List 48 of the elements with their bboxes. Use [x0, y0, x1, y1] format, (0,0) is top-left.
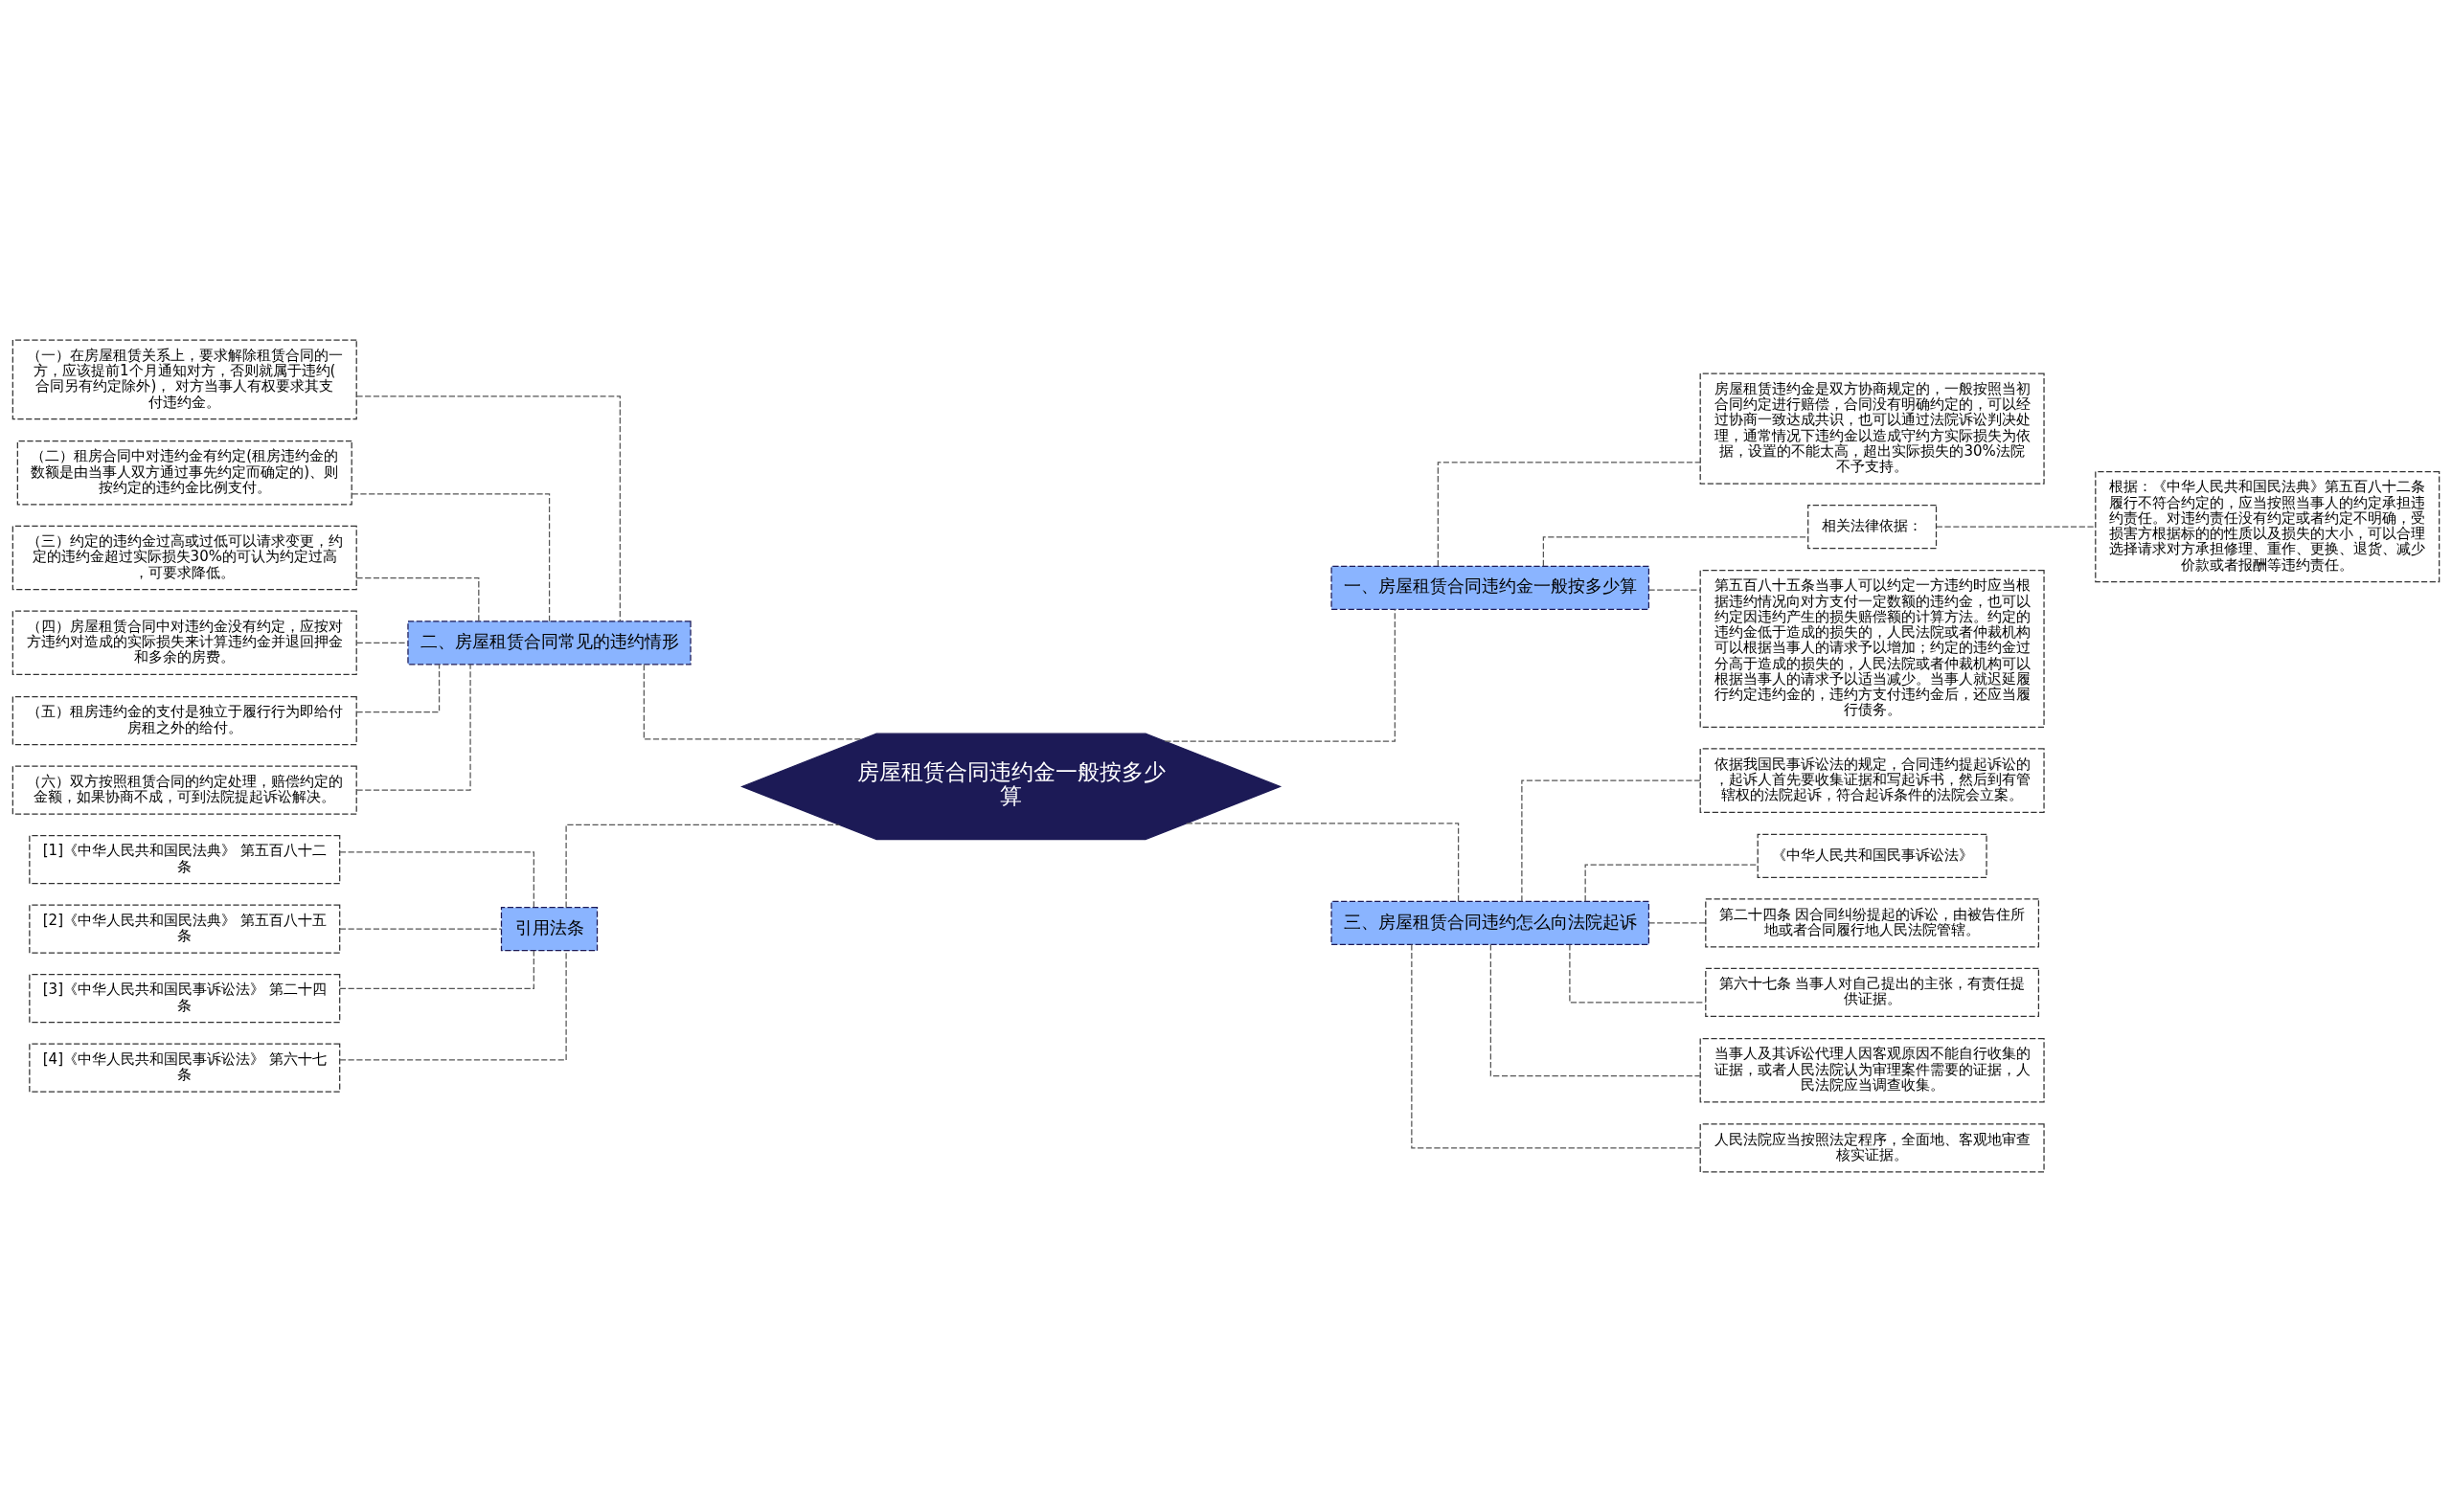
connector [339, 950, 534, 989]
node-box: 人民法院应当按照法定程序，全面地、客观地审查核实证据。 [1699, 1123, 2045, 1173]
node-box: 第六十七条 当事人对自己提出的主张，有责任提供证据。 [1705, 967, 2040, 1018]
node-box: [3]《中华人民共和国民事诉讼法》 第二十四条 [29, 974, 341, 1024]
node-box: （三）约定的违约金过高或过低可以请求变更，约定的违约金超过实际损失30%的可认为约定过高，可要求降低。 [11, 525, 357, 591]
connector [1647, 922, 1707, 924]
connector [355, 576, 480, 622]
node-box: 依据我国民事诉讼法的规定，合同违约提起诉讼的，起诉人首先要收集证据和写起诉书，然后到有管辖权的法院起诉，符合起诉条件的法院会立案。 [1699, 748, 2045, 813]
connector [1186, 823, 1460, 902]
connector [1411, 943, 1701, 1149]
node-box: 二、房屋租赁合同常见的违约情形 [407, 621, 692, 666]
connector [1521, 779, 1701, 902]
node-box: 三、房屋租赁合同违约怎么向法院起诉 [1330, 900, 1650, 946]
connector [351, 493, 551, 622]
connector [339, 851, 534, 908]
node-box: [2]《中华人民共和国民法典》 第五百八十五条 [29, 904, 341, 954]
node-box: 引用法条 [500, 907, 599, 952]
node-box: 《中华人民共和国民事诉讼法》 [1757, 833, 1987, 879]
connector [1489, 943, 1701, 1077]
node-box: 相关法律依据： [1807, 504, 1938, 550]
node-box: （五）租房违约金的支付是独立于履行行为即给付房租之外的给付。 [11, 696, 357, 746]
connector [1936, 526, 2097, 528]
node-box: 第五百八十五条当事人可以约定一方违约时应当根据违约情况向对方支付一定数额的违约金，也可以约定因违约产生的损失赔偿额的计算方法。约定的违约金低于造成的损失的，人民法院或者仲裁机构可以根据当事人的请求予以增加；约定的违约金过分高于造成的损失的，人民法院或者仲裁机构可以根据当事人的请求予以适当减少。当事人就迟延履行约定违约金的，违约方支付违约金后，还应当履行债务。 [1699, 570, 2045, 729]
connector [565, 824, 840, 909]
node-box: 当事人及其诉讼代理人因客观原因不能自行收集的证据，或者人民法院认为审理案件需要的证据，人民法院应当调查收集。 [1699, 1037, 2045, 1103]
connector [339, 950, 567, 1061]
connector [355, 664, 471, 791]
connector [1542, 536, 1809, 567]
node-box: （六）双方按照租赁合同的约定处理，赔偿约定的金额，如果协商不成，可到法院提起诉讼解决。 [11, 765, 357, 815]
node-box: [4]《中华人民共和国民事诉讼法》 第六十七条 [29, 1043, 341, 1093]
connector [355, 395, 621, 622]
node-box: 一、房屋租赁合同违约金一般按多少算 [1330, 565, 1650, 610]
connector [339, 928, 502, 930]
connector [1164, 608, 1396, 742]
connector [355, 664, 441, 713]
connector [1569, 943, 1707, 1004]
node-box: 第二十四条 因合同纠纷提起的诉讼，由被告住所地或者合同履行地人民法院管辖。 [1705, 898, 2040, 948]
node-box: （一）在房屋租赁关系上，要求解除租赁合同的一方，应该提前1个月通知对方，否则就属于违约(合同另有约定除外)， 对方当事人有权要求其支付违约金。 [11, 339, 357, 420]
node-box: （四）房屋租赁合同中对违约金没有约定，应按对方违约对造成的实际损失来计算违约金并退回押金和多余的房费。 [11, 610, 357, 676]
node-box: （二）租房合同中对违约金有约定(租房违约金的数额是由当事人双方通过事先约定而确定的)、则按约定的违约金比例支付。 [16, 440, 352, 506]
connector [1437, 462, 1701, 567]
node-box: [1]《中华人民共和国民法典》 第五百八十二条 [29, 835, 341, 885]
connector [1647, 589, 1701, 591]
connector [643, 664, 863, 740]
node-box: 房屋租赁违约金是双方协商规定的，一般按照当初合同约定进行赔偿，合同没有明确约定的，可以经过协商一致达成共识，也可以通过法院诉讼判决处理，通常情况下违约金以造成守约方实际损失为依据，设置的不能太高，超出实际损失的30%法院不予支持。 [1699, 372, 2045, 485]
connector [355, 642, 409, 643]
node-box: 根据：《中华人民共和国民法典》第五百八十二条履行不符合约定的，应当按照当事人的约定承担违约责任。对违约责任没有约定或者约定不明确，受损害方根据标的的性质以及损失的大小，可以合理选择请求对方承担修理、重作、更换、退货、减少价款或者报酬等违约责任。 [2095, 470, 2441, 583]
connector [1584, 864, 1759, 902]
